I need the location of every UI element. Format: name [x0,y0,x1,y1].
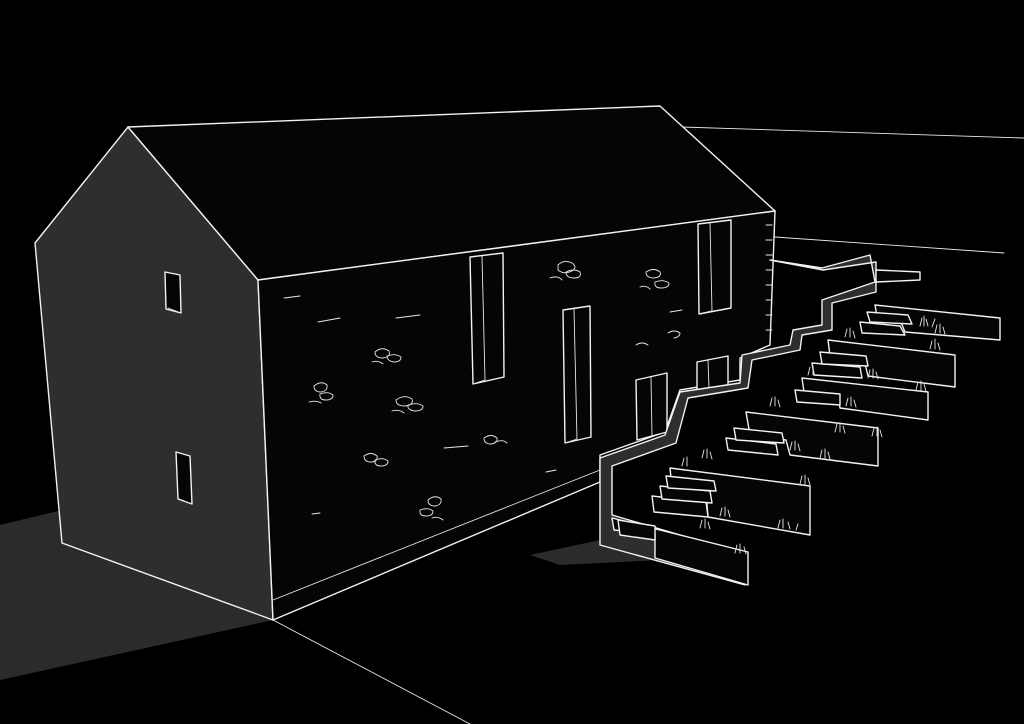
terrace-5 [651,467,811,536]
gable-windows [164,271,193,505]
terrace-4 [725,411,879,467]
upper-ledge [875,269,921,283]
stone-texture [283,260,683,521]
barn [34,105,776,621]
corner-quoins [765,224,773,331]
terrace-1 [859,304,1001,341]
terraced-garden [599,254,1001,586]
terrace-6 [611,517,749,586]
gable-window-upper [164,271,182,314]
terrace-2 [811,339,956,388]
terrace-3 [794,377,929,421]
window-slot-1 [469,252,505,385]
window-slot-3 [697,219,732,315]
ground-lines [272,126,1024,724]
window-slot-2 [562,305,592,444]
door [635,372,668,441]
gable-window-lower [175,451,193,505]
plinth-line [272,469,601,601]
grass-tufts [681,315,946,555]
facade-windows [469,219,732,444]
